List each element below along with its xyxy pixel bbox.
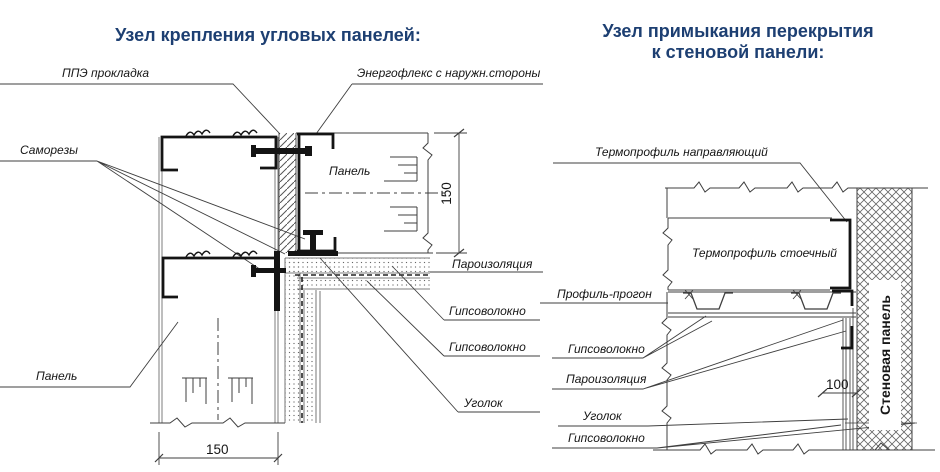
label-gipsovolokno2-right: Гипсоволокно bbox=[568, 431, 645, 445]
break-line-panel-right bbox=[422, 133, 433, 253]
gypsum-band-v1 bbox=[285, 258, 300, 423]
dim-150-vertical-text: 150 bbox=[438, 181, 454, 205]
insulation-symbol bbox=[384, 156, 418, 182]
leader-samorezy bbox=[0, 160, 306, 271]
label-gipsovolokno2-left: Гипсоволокно bbox=[449, 340, 526, 354]
wall-layer-lines bbox=[842, 308, 854, 450]
wall-panel-bottom-break bbox=[857, 442, 912, 451]
label-ugolok-left: Уголок bbox=[464, 396, 503, 410]
screw-shaft-vertical bbox=[310, 233, 316, 254]
dim-150-vertical: 150 bbox=[433, 171, 459, 215]
insulation-symbol bbox=[384, 206, 418, 232]
leader-energoflex bbox=[315, 83, 543, 135]
label-panel-top: Панель bbox=[329, 164, 371, 178]
dim-150-horizontal-text: 150 bbox=[206, 442, 229, 457]
screw-shaft-horizontal bbox=[256, 268, 286, 273]
guide-thermoprofile-bracket bbox=[830, 218, 852, 290]
label-profil-progon: Профиль-прогон bbox=[557, 287, 652, 301]
thermal-slot-marks bbox=[185, 129, 258, 258]
label-samorezy: Саморезы bbox=[20, 143, 78, 157]
screws-and-angle-left bbox=[251, 145, 338, 311]
dim-100-text: 100 bbox=[826, 377, 849, 392]
label-paroizolyaciya-right: Пароизоляция bbox=[566, 372, 647, 386]
label-energoflex: Энергофлекс с наружн.стороны bbox=[357, 66, 541, 80]
fastener-x-marks bbox=[684, 289, 802, 300]
leader-ppe bbox=[0, 83, 281, 135]
left-linework bbox=[0, 83, 543, 465]
wall-panel-edges bbox=[856, 188, 913, 450]
dim-150-horizontal-lines bbox=[158, 432, 279, 465]
purlin-end-angle bbox=[832, 289, 854, 306]
leader-gipsovolokno1-left bbox=[391, 265, 540, 321]
right-diagram-title-line1: Узел примыкания перекрытия bbox=[602, 21, 874, 41]
gypsum-band-h1 bbox=[285, 258, 430, 273]
wall-panel-label-box: Стеновая панель bbox=[869, 280, 901, 430]
leader-ugolok-right bbox=[558, 418, 849, 427]
stud-flange-top bbox=[297, 132, 335, 149]
break-line-stud-left bbox=[662, 218, 673, 290]
screw-head bbox=[303, 230, 323, 235]
leader-paroizolyaciya-right bbox=[552, 319, 847, 390]
screw-shaft-horizontal bbox=[256, 148, 312, 154]
corner-angle-web bbox=[274, 251, 280, 311]
leader-termo-napravlyayushchiy bbox=[553, 162, 848, 223]
right-diagram-title-line2: к стеновой панели: bbox=[651, 42, 825, 62]
leader-gipsovolokno2-left bbox=[366, 280, 540, 357]
wall-angle bbox=[841, 326, 854, 350]
insulation-symbol bbox=[182, 377, 207, 404]
dim-150-vertical-lines bbox=[434, 132, 467, 254]
stud-box-lines bbox=[668, 217, 832, 291]
leader-ugolok-left bbox=[319, 257, 540, 413]
hat-purlin-profiles bbox=[683, 292, 841, 310]
dim-ticks bbox=[453, 128, 465, 258]
leader-gipsovolokno1-right bbox=[552, 315, 713, 359]
label-ugolok-right: Уголок bbox=[583, 409, 622, 423]
label-gipsovolokno1-right: Гипсоволокно bbox=[568, 342, 645, 356]
floor-bottom-line bbox=[653, 443, 935, 455]
label-ppe-gasket: ППЭ прокладка bbox=[62, 66, 150, 80]
track-profile-bottom bbox=[161, 256, 278, 299]
ppe-gasket-hatch bbox=[279, 133, 296, 253]
break-line-panel-bottom bbox=[150, 417, 285, 428]
gypsum-band-v2 bbox=[304, 290, 316, 423]
label-termo-stoechnyy: Термопрофиль стоечный bbox=[692, 246, 837, 260]
label-termo-napravlyayushchiy: Термопрофиль направляющий bbox=[595, 145, 768, 159]
corner-angle-flange bbox=[288, 251, 338, 256]
steel-profiles-right bbox=[830, 218, 854, 350]
floor-top-line bbox=[665, 181, 928, 193]
vapor-barrier-dashed bbox=[295, 274, 430, 423]
screw-head bbox=[251, 145, 256, 157]
left-diagram-title: Узел крепления угловых панелей: bbox=[115, 25, 421, 45]
label-panel-left: Панель bbox=[36, 369, 78, 383]
gypsum-layer-lines bbox=[668, 312, 856, 318]
label-gipsovolokno1-left: Гипсоволокно bbox=[449, 304, 526, 318]
insulation-symbol bbox=[228, 377, 253, 404]
right-linework bbox=[540, 162, 935, 455]
gypsum-band-h2 bbox=[297, 278, 430, 289]
break-line-floor-left bbox=[661, 292, 672, 450]
dim-ticks bbox=[154, 453, 283, 463]
track-profile-top bbox=[160, 135, 278, 172]
leader-panel-left bbox=[0, 321, 179, 388]
label-paroizolyaciya-left: Пароизоляция bbox=[452, 257, 533, 271]
screw-head bbox=[251, 265, 256, 277]
screw-nut bbox=[305, 146, 312, 156]
label-wall-panel: Стеновая панель bbox=[877, 294, 894, 416]
